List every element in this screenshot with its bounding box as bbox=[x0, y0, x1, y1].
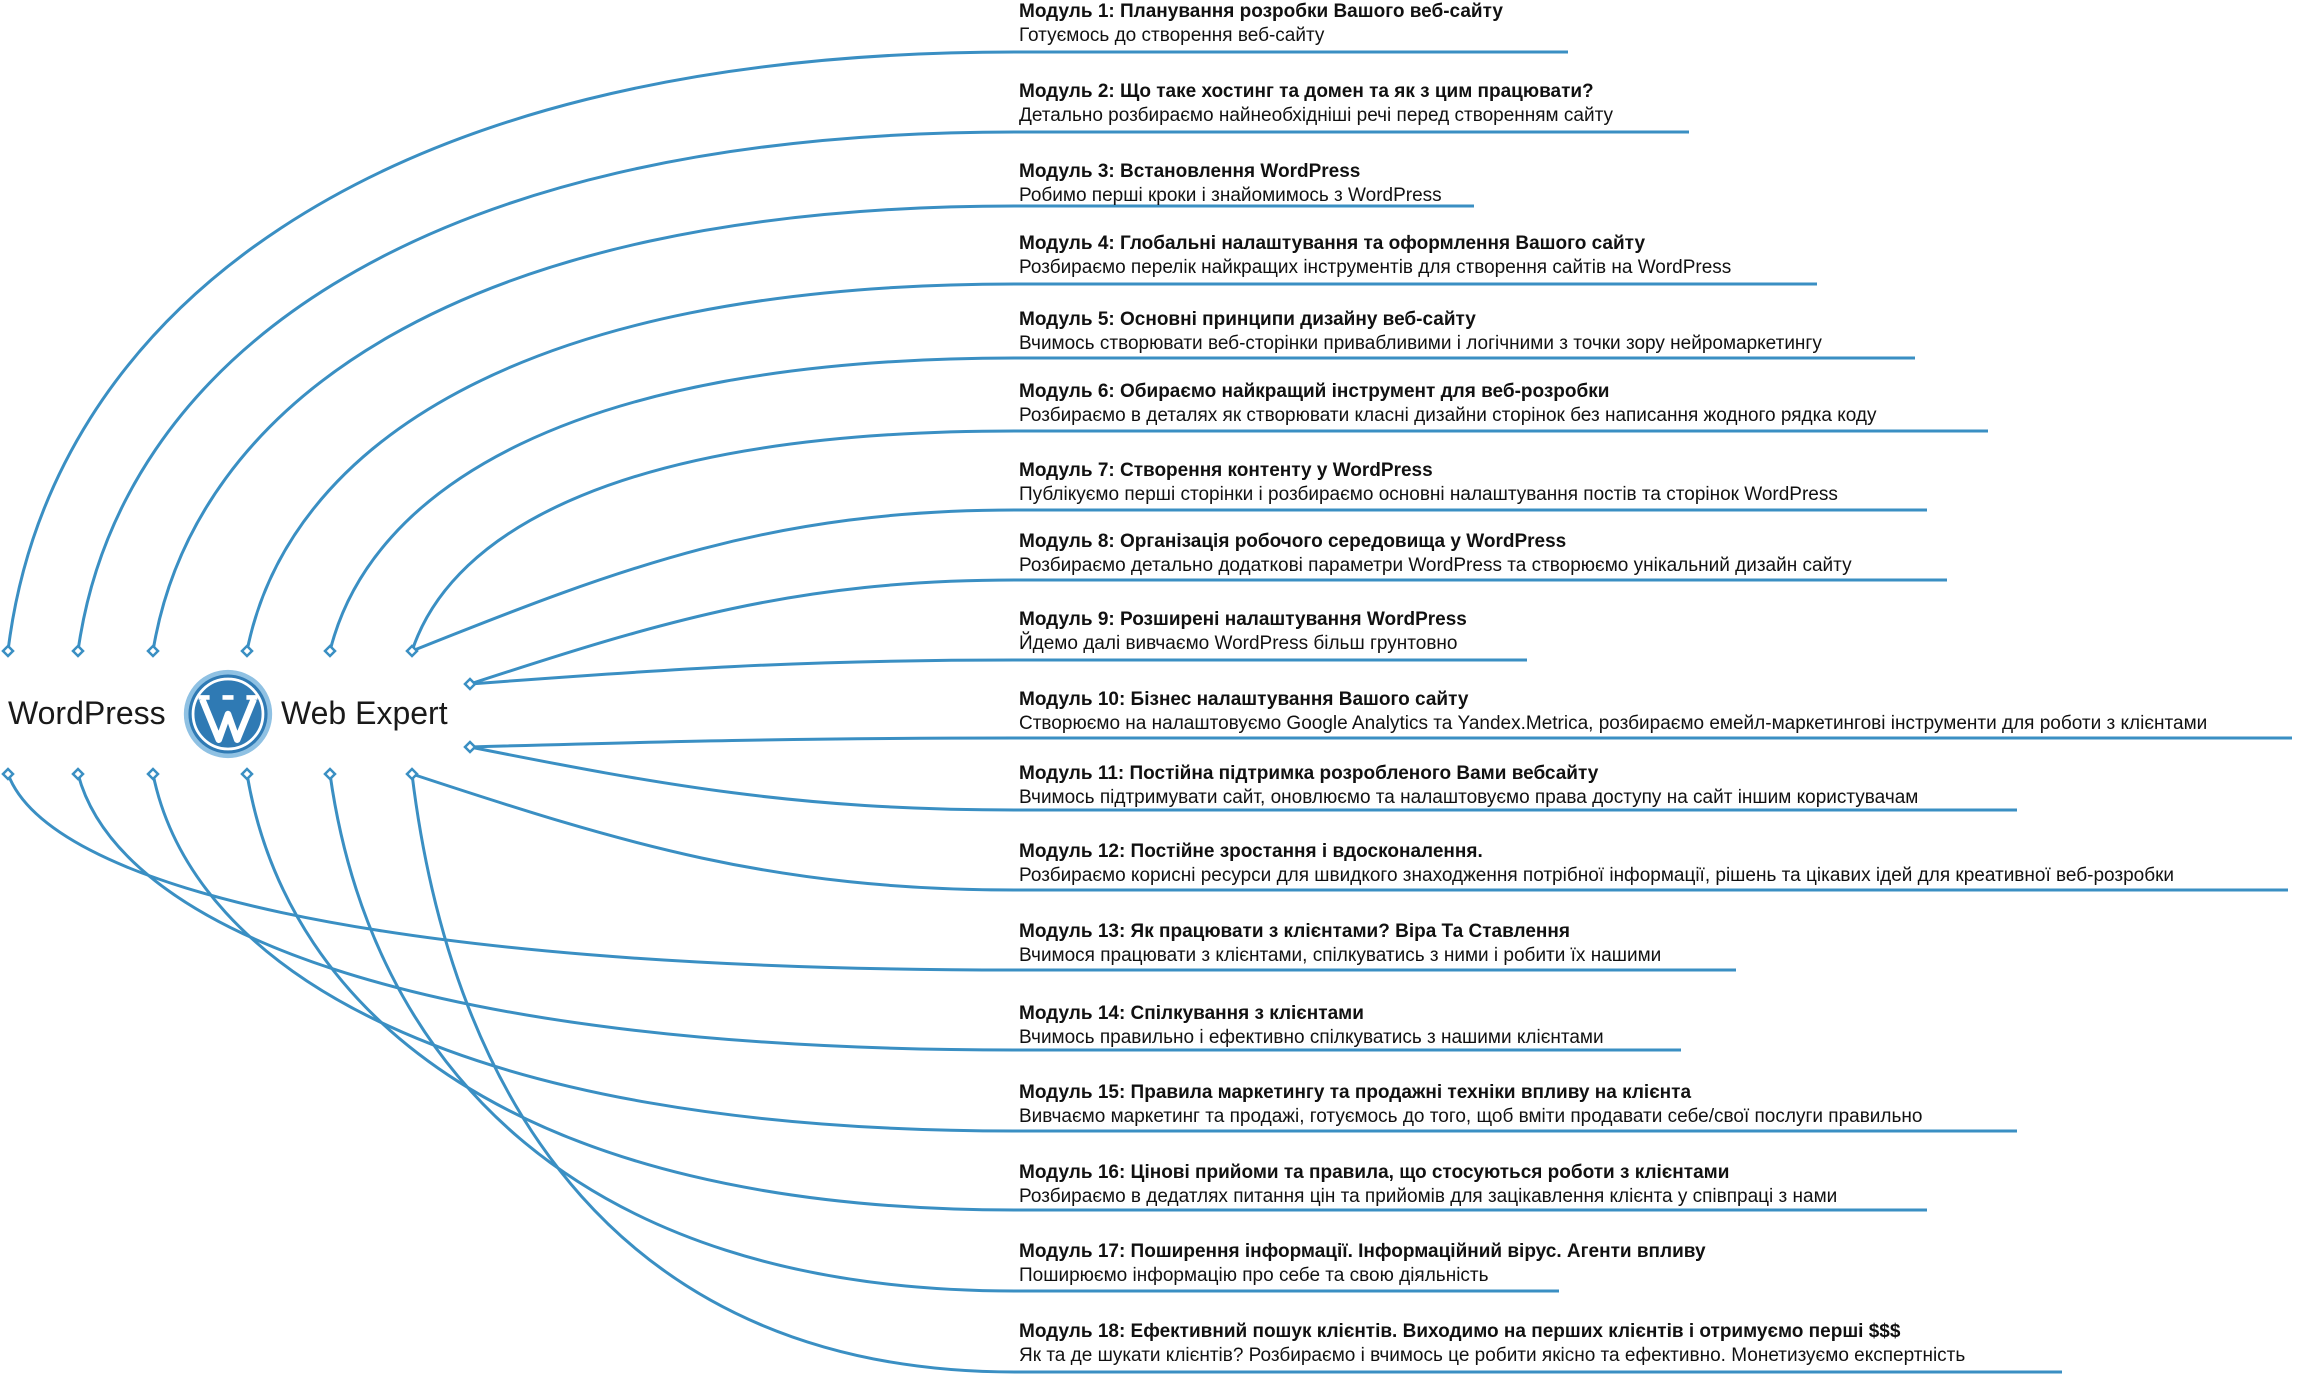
module-title: Модуль 13: Як працювати з клієнтами? Вір… bbox=[1019, 921, 1570, 942]
module-title: Модуль 7: Створення контенту у WordPress bbox=[1019, 460, 1433, 481]
module-subtitle: Готуємось до створення веб-сайту bbox=[1019, 25, 1325, 46]
anchor-diamond bbox=[240, 767, 254, 781]
connector-curve bbox=[6, 773, 1016, 972]
module-item: Модуль 7: Створення контенту у WordPress… bbox=[1019, 459, 1838, 507]
anchor-diamond bbox=[71, 644, 85, 658]
module-subtitle: Як та де шукати клієнтів? Розбираємо і в… bbox=[1019, 1345, 1966, 1366]
anchor-diamond bbox=[146, 644, 160, 658]
module-title: Модуль 16: Цінові прийоми та правила, що… bbox=[1019, 1162, 1730, 1183]
module-subtitle: Розбираємо в деталях як створювати класн… bbox=[1019, 405, 1877, 426]
module-title: Модуль 11: Постійна підтримка розроблено… bbox=[1019, 763, 1599, 784]
module-title: Модуль 17: Поширення інформації. Інформа… bbox=[1019, 1241, 1706, 1262]
anchor-diamond bbox=[71, 767, 85, 781]
connector-curve bbox=[245, 282, 1016, 652]
module-subtitle: Публікуємо перші сторінки і розбираємо о… bbox=[1019, 484, 1838, 505]
anchor-diamond bbox=[463, 677, 477, 691]
module-item: Модуль 11: Постійна підтримка розроблено… bbox=[1019, 762, 1918, 810]
anchor-diamond bbox=[463, 740, 477, 754]
anchor-diamond bbox=[240, 644, 254, 658]
anchor-diamond bbox=[1, 767, 15, 781]
module-title: Модуль 6: Обираємо найкращий інструмент … bbox=[1019, 381, 1610, 402]
connector-curve bbox=[411, 772, 1016, 892]
module-subtitle: Розбираємо перелік найкращих інструменті… bbox=[1019, 257, 1732, 278]
anchor-diamond bbox=[1, 644, 15, 658]
module-item: Модуль 18: Ефективний пошук клієнтів. Ви… bbox=[1019, 1320, 1965, 1368]
anchor-diamond bbox=[323, 767, 337, 781]
connector-curve bbox=[76, 773, 1016, 1052]
connector-curve bbox=[151, 773, 1016, 1133]
module-subtitle: Розбираємо детально додаткові параметри … bbox=[1019, 555, 1852, 576]
module-subtitle: Поширюємо інформацію про себе та свою ді… bbox=[1019, 1265, 1489, 1286]
module-subtitle: Вчимося працювати з клієнтами, спілкуват… bbox=[1019, 945, 1662, 966]
module-title: Модуль 10: Бізнес налаштування Вашого са… bbox=[1019, 689, 1469, 710]
module-title: Модуль 14: Спілкування з клієнтами bbox=[1019, 1003, 1364, 1024]
module-item: Модуль 4: Глобальні налаштування та офор… bbox=[1019, 232, 1731, 280]
module-title: Модуль 18: Ефективний пошук клієнтів. Ви… bbox=[1019, 1321, 1901, 1342]
connector-curve bbox=[469, 578, 1016, 686]
module-subtitle: Створюємо на налаштовуємо Google Analyti… bbox=[1019, 713, 2208, 734]
module-item: Модуль 8: Організація робочого середовищ… bbox=[1019, 530, 1852, 578]
module-subtitle: Йдемо далі вивчаємо WordPress більш грун… bbox=[1019, 633, 1458, 654]
connector-curve bbox=[151, 204, 1016, 652]
module-item: Модуль 17: Поширення інформації. Інформа… bbox=[1019, 1240, 1706, 1288]
module-item: Модуль 1: Планування розробки Вашого веб… bbox=[1019, 0, 1503, 48]
module-item: Модуль 13: Як працювати з клієнтами? Вір… bbox=[1019, 920, 1661, 968]
module-subtitle: Розбираємо корисні ресурси для швидкого … bbox=[1019, 865, 2175, 886]
wordpress-logo-icon bbox=[183, 669, 273, 759]
module-title: Модуль 2: Що таке хостинг та домен та як… bbox=[1019, 81, 1594, 102]
module-item: Модуль 10: Бізнес налаштування Вашого са… bbox=[1019, 688, 2207, 736]
connector-curve bbox=[76, 130, 1016, 652]
module-subtitle: Вчимось створювати веб-сторінки привабли… bbox=[1019, 333, 1822, 354]
center-label-web-expert: Web Expert bbox=[281, 695, 448, 731]
module-item: Модуль 9: Розширені налаштування WordPre… bbox=[1019, 608, 1467, 656]
center-label-wordpress: WordPress bbox=[8, 695, 166, 731]
module-item: Модуль 2: Що таке хостинг та домен та як… bbox=[1019, 80, 1613, 128]
connector-curve bbox=[411, 508, 1016, 653]
module-item: Модуль 15: Правила маркетингу та продажн… bbox=[1019, 1081, 1922, 1129]
module-title: Модуль 5: Основні принципи дизайну веб-с… bbox=[1019, 309, 1476, 330]
module-subtitle: Робимо перші кроки і знайомимось з WordP… bbox=[1019, 185, 1442, 206]
connector-curve bbox=[469, 736, 1016, 749]
module-item: Модуль 16: Цінові прийоми та правила, що… bbox=[1019, 1161, 1837, 1209]
connector-curve bbox=[6, 50, 1016, 652]
module-subtitle: Детально розбираємо найнеобхідніші речі … bbox=[1019, 105, 1613, 126]
anchor-diamond bbox=[146, 767, 160, 781]
module-item: Модуль 12: Постійне зростання і вдоскона… bbox=[1019, 840, 2174, 888]
module-item: Модуль 5: Основні принципи дизайну веб-с… bbox=[1019, 308, 1822, 356]
connector-curve bbox=[410, 429, 1016, 652]
connector-curve bbox=[328, 773, 1016, 1293]
module-title: Модуль 12: Постійне зростання і вдоскона… bbox=[1019, 841, 1483, 862]
connector-curve bbox=[469, 658, 1016, 686]
module-subtitle: Вчимось правильно і ефективно спілкувати… bbox=[1019, 1027, 1604, 1048]
module-title: Модуль 8: Організація робочого середовищ… bbox=[1019, 531, 1567, 552]
connector-curve bbox=[410, 773, 1016, 1374]
connector-curve bbox=[245, 773, 1016, 1212]
connector-curve bbox=[328, 356, 1016, 652]
anchor-diamond bbox=[405, 767, 419, 781]
anchor-diamond bbox=[323, 644, 337, 658]
module-subtitle: Вивчаємо маркетинг та продажі, готуємось… bbox=[1019, 1106, 1923, 1127]
module-title: Модуль 1: Планування розробки Вашого веб… bbox=[1019, 1, 1503, 22]
anchor-diamond bbox=[405, 644, 419, 658]
module-subtitle: Розбираємо в дедатлях питання цін та при… bbox=[1019, 1186, 1838, 1207]
module-item: Модуль 6: Обираємо найкращий інструмент … bbox=[1019, 380, 1876, 428]
module-subtitle: Вчимось підтримувати сайт, оновлюємо та … bbox=[1019, 787, 1919, 808]
module-title: Модуль 15: Правила маркетингу та продажн… bbox=[1019, 1082, 1692, 1103]
connector-curve bbox=[469, 745, 1016, 812]
module-title: Модуль 3: Встановлення WordPress bbox=[1019, 161, 1361, 182]
module-title: Модуль 9: Розширені налаштування WordPre… bbox=[1019, 609, 1467, 630]
module-title: Модуль 4: Глобальні налаштування та офор… bbox=[1019, 233, 1646, 254]
